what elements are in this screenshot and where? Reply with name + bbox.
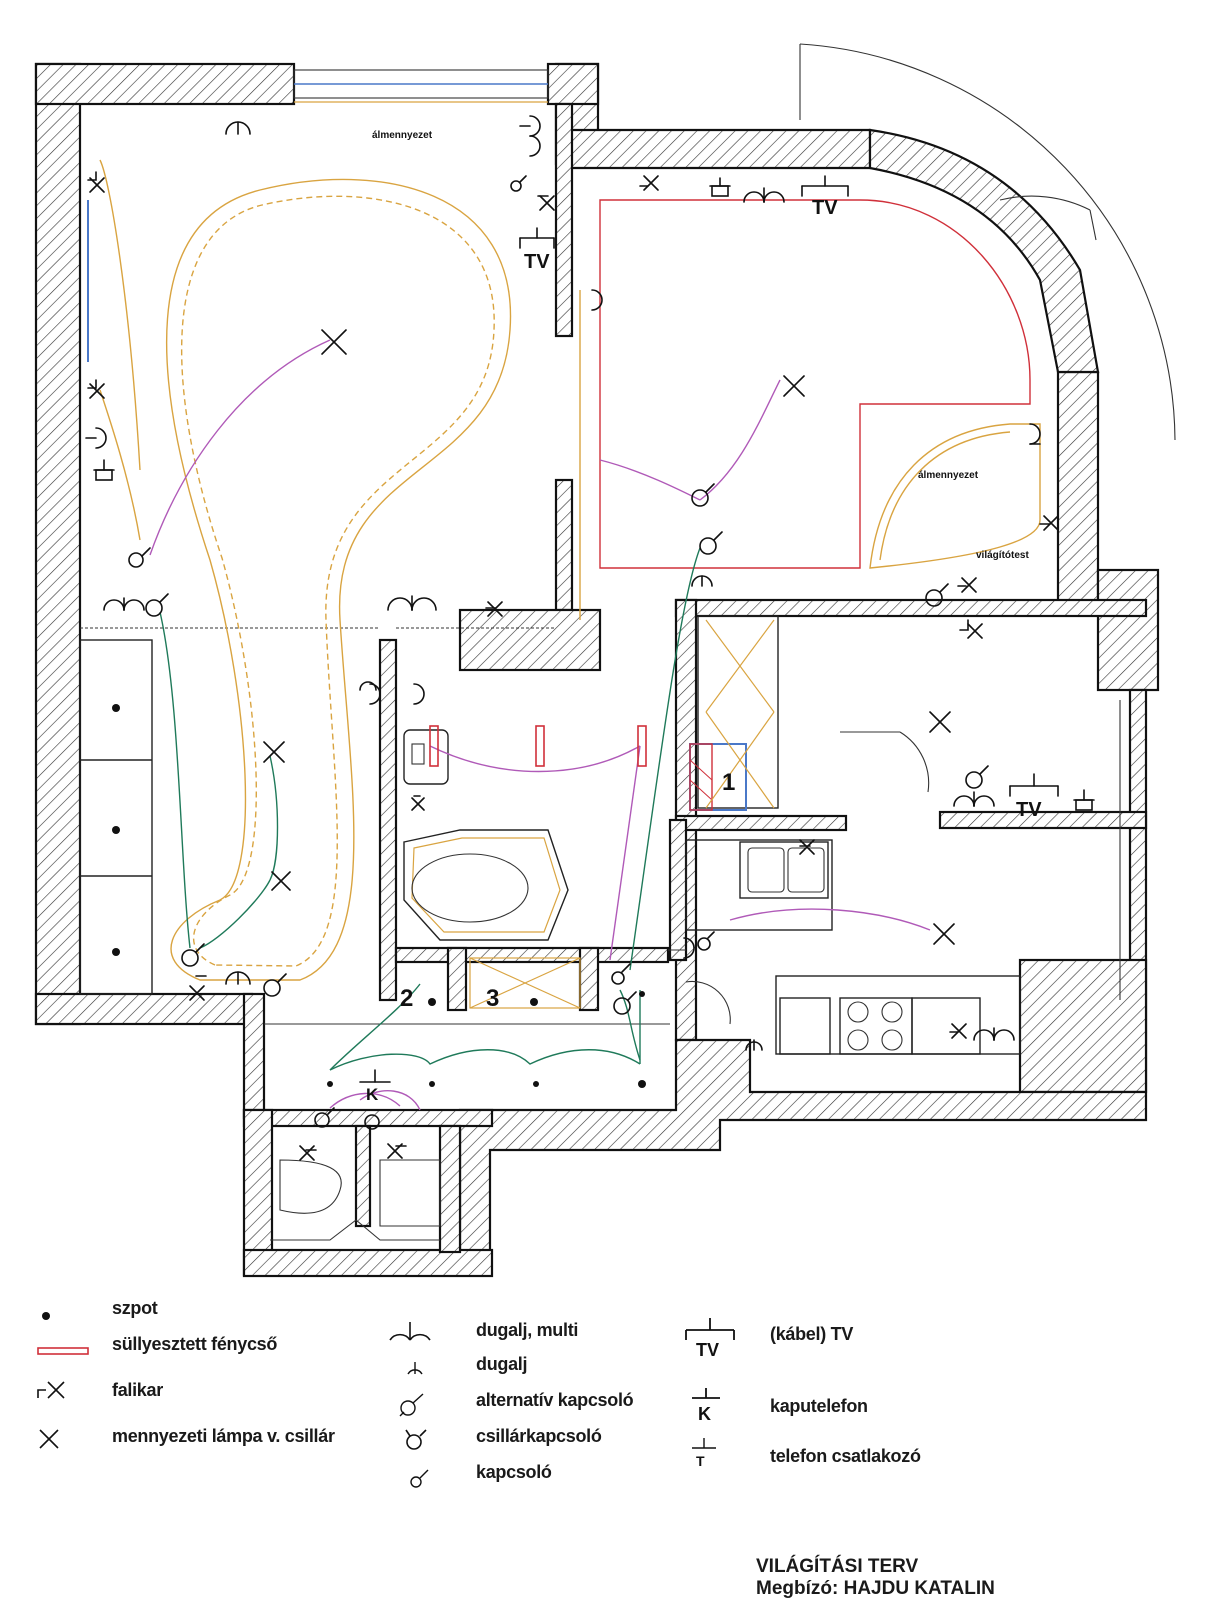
outer-walls [34,62,1160,1278]
legend-label-multi-socket: dugalj, multi [476,1320,579,1340]
purple-wires [149,339,931,1111]
legend-label-socket: dugalj [476,1354,528,1374]
legend-label-falikar: falikar [112,1380,163,1400]
telephone-icon: T [692,1438,716,1469]
ceiling-label: álmennyezet [918,470,979,481]
legend-label-alternate-switch: alternatív kapcsoló [476,1390,634,1410]
client-line: Megbízó: HAJDU KATALIN [756,1578,995,1599]
multi-socket-icon [103,187,1015,1041]
switch-icon [128,175,989,1130]
plan-title: VILÁGÍTÁSI TERV [756,1556,919,1577]
red-ceiling-outline [599,199,1031,569]
bathroom-fixtures [270,729,569,1241]
intercom-symbol-text: K [698,1404,711,1424]
legend: szpot süllyesztett fénycső falikar menny… [0,1298,1225,1600]
tv-label: TV [812,197,838,219]
chandelier-switch-icon [405,1429,427,1450]
legend-label-telephone: telefon csatlakozó [770,1446,921,1466]
number-label: 3 [486,985,499,1012]
shaft-box [689,743,747,811]
orange-ceiling-outline [99,159,1041,981]
tv-label: TV [524,251,550,273]
tv-symbol-text: TV [696,1340,719,1360]
floor-plan: TV TV TV K 1 2 3 álmennyezet álmennyezet… [34,43,1176,1278]
ceiling-lamp-icon [39,1429,59,1449]
wall-lamp-icon [37,1381,65,1399]
bay-window [799,43,1176,441]
multi-socket-icon [389,1322,431,1341]
intercom-icon: K [359,1069,391,1104]
socket-icon [85,115,1041,1051]
intercom-label: K [366,1085,379,1104]
legend-label-intercom: kaputelefon [770,1396,868,1416]
orange-cross-boxes [469,619,775,1009]
switch-icon [410,1469,429,1488]
spot-icon [112,704,646,1088]
legend-label-tube: süllyesztett fénycső [112,1334,278,1354]
recessed-tube-icon [37,1347,89,1355]
legend-label-chandelier-switch: csillárkapcsoló [476,1426,602,1446]
socket-icon [407,1362,423,1375]
legend-label-ceiling-lamp: mennyezeti lámpa v. csillár [112,1426,335,1446]
tv-icon: TV TV TV [519,175,1059,821]
tv-label: TV [1016,799,1042,821]
fixture-label: világítótest [976,550,1029,561]
telephone-symbol-text: T [696,1453,705,1469]
spot-icon [42,1312,50,1320]
ceiling-label: álmennyezet [372,130,433,141]
number-label: 2 [400,985,413,1012]
intercom-icon: K [692,1388,720,1424]
tv-icon: TV [685,1318,735,1360]
wall-lamp-icon [87,171,1059,1161]
alternate-switch-icon [399,1393,424,1417]
number-label: 1 [722,769,735,796]
legend-label-switch: kapcsoló [476,1462,552,1482]
green-wires [159,547,701,1071]
legend-label-szpot: szpot [112,1298,158,1318]
ceiling-lamp-icon [263,329,955,945]
legend-label-tv: (kábel) TV [770,1324,854,1344]
recessed-tubes [429,725,647,767]
telephone-icon [93,177,1095,811]
